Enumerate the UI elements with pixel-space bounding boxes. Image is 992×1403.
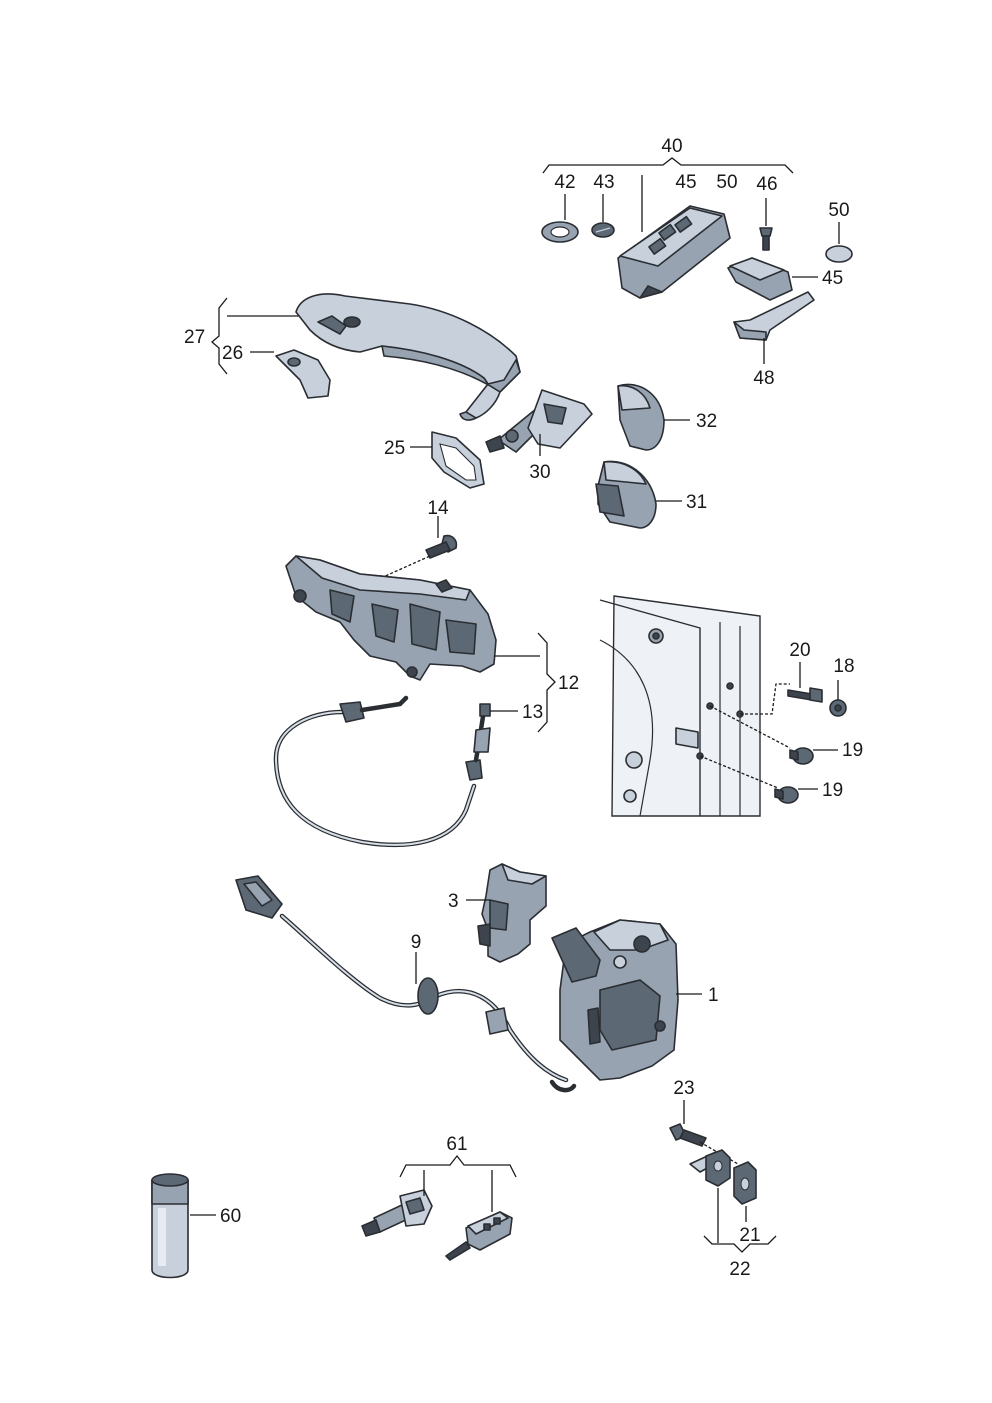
screw-20 (787, 687, 823, 703)
bracket-part-3 (477, 863, 547, 963)
label-32: 32 (696, 411, 717, 432)
striker-screw-23 (669, 1123, 707, 1147)
label-45: 45 (822, 268, 843, 289)
label-26: 26 (222, 343, 243, 364)
label-31: 31 (686, 492, 707, 513)
striker-plate-22 (689, 1149, 731, 1187)
label-61: 61 (446, 1134, 467, 1155)
lock-cylinder-61 (361, 1189, 433, 1237)
label-43: 43 (593, 172, 614, 193)
key-blade-48 (733, 291, 815, 341)
screw-46 (759, 227, 773, 251)
gasket-26 (275, 349, 331, 399)
bracket-12 (537, 632, 556, 733)
label-30: 30 (529, 462, 550, 483)
striker-plate-21 (733, 1161, 757, 1205)
disc-50 (825, 245, 853, 263)
cover-45 (727, 257, 793, 301)
callout-labels: 40 42 43 45 50 46 50 45 48 27 26 25 30 3… (184, 136, 863, 1280)
label-13: 13 (522, 702, 543, 723)
remote-key-40 (617, 205, 731, 299)
label-50-top: 50 (716, 172, 737, 193)
label-45-top: 45 (675, 172, 696, 193)
bolt-19b (774, 786, 799, 804)
door-lock-1 (551, 919, 679, 1081)
cable-13 (273, 695, 491, 848)
label-27: 27 (184, 327, 205, 348)
label-18: 18 (833, 656, 854, 677)
key-61 (445, 1211, 513, 1261)
label-14: 14 (427, 498, 449, 519)
label-9: 9 (411, 932, 422, 953)
bolt-19a (789, 747, 814, 765)
key-group-40 (541, 157, 853, 364)
door-frame-inset (599, 595, 791, 817)
label-3: 3 (448, 891, 459, 912)
bracket-22 (703, 1235, 777, 1253)
gasket-25 (431, 431, 485, 489)
label-22: 22 (729, 1259, 750, 1280)
label-1: 1 (708, 985, 719, 1006)
bracket-61 (399, 1154, 517, 1178)
label-19-lower: 19 (822, 780, 843, 801)
disc-43 (591, 222, 615, 238)
label-48: 48 (753, 368, 774, 389)
door-handle-27 (295, 293, 521, 421)
label-50: 50 (828, 200, 849, 221)
handle-carrier-12 (285, 555, 497, 681)
label-60: 60 (220, 1206, 241, 1227)
lock-cylinder-30 (485, 389, 593, 453)
label-20: 20 (789, 640, 810, 661)
handle-group-27 (211, 293, 521, 489)
label-21: 21 (739, 1225, 760, 1246)
label-12: 12 (558, 673, 579, 694)
spray-can-60 (151, 1173, 189, 1279)
label-46: 46 (756, 174, 777, 195)
cap-32 (617, 383, 665, 451)
label-25: 25 (384, 438, 405, 459)
label-19-upper: 19 (842, 740, 863, 761)
bracket-40 (542, 157, 794, 174)
label-23: 23 (673, 1078, 694, 1099)
label-42: 42 (554, 172, 575, 193)
washer-42 (541, 221, 579, 243)
bracket-27 (211, 297, 228, 375)
label-40: 40 (661, 136, 682, 157)
cable-9 (235, 875, 577, 1093)
screw-14 (425, 534, 458, 559)
cap-31 (595, 460, 657, 529)
nut-18 (829, 699, 847, 717)
